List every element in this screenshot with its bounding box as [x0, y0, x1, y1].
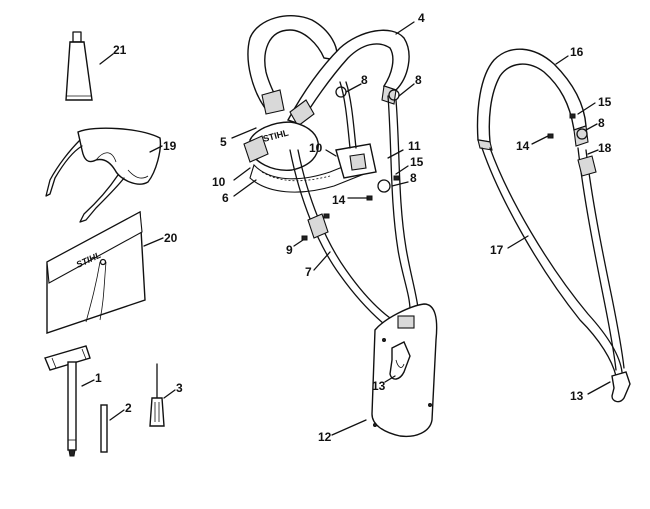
callout-11: 11: [408, 139, 421, 153]
callout-8d: 8: [598, 116, 605, 130]
callout-6: 6: [222, 191, 229, 205]
callout-9: 9: [286, 243, 293, 257]
callout-21: 21: [113, 43, 127, 57]
callout-14b: 14: [516, 139, 530, 153]
callout-10a: 10: [309, 141, 323, 155]
safety-glasses: [45, 127, 162, 223]
callout-17: 17: [490, 243, 504, 257]
callout-18: 18: [598, 141, 612, 155]
leader-lines: [81, 21, 611, 436]
callout-4: 4: [418, 11, 425, 25]
callout-13b: 13: [570, 389, 584, 403]
callout-1: 1: [95, 371, 102, 385]
locking-pin: [100, 404, 108, 453]
callout-5: 5: [220, 135, 227, 149]
callout-15a: 15: [410, 155, 424, 169]
callout-12: 12: [318, 430, 332, 444]
callout-numbers: 4 8 8 5 10 11 15 8 10 6 14 9 7 13 12 16 …: [95, 11, 612, 444]
grease-tube: [65, 31, 93, 101]
callout-10b: 10: [212, 175, 226, 189]
combination-wrench: [44, 345, 91, 457]
callout-15b: 15: [598, 95, 612, 109]
callout-13a: 13: [372, 379, 386, 393]
screwdriver: [149, 363, 165, 427]
callout-20: 20: [164, 231, 178, 245]
callout-7: 7: [305, 265, 312, 279]
callout-3: 3: [176, 381, 183, 395]
callout-8a: 8: [361, 73, 368, 87]
full-harness: STIHL: [243, 15, 438, 438]
callout-16: 16: [570, 45, 584, 59]
tool-pouch: STIHL: [46, 210, 146, 334]
single-shoulder-strap: [476, 48, 631, 403]
callout-14a: 14: [332, 193, 346, 207]
callout-19: 19: [163, 139, 177, 153]
callout-8b: 8: [415, 73, 422, 87]
callout-8c: 8: [410, 171, 417, 185]
callout-2: 2: [125, 401, 132, 415]
